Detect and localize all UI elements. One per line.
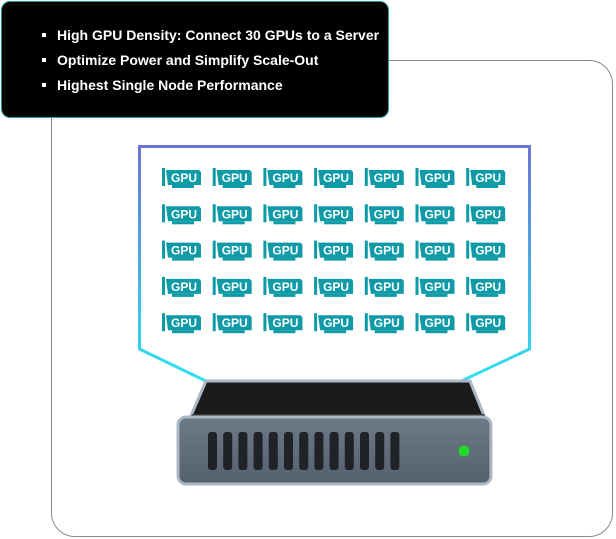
gpu-card-icon: GPU	[212, 240, 252, 261]
gpu-card-icon: GPU	[162, 168, 201, 188]
gpu-card-label: GPU	[475, 207, 501, 221]
gpu-card-label: GPU	[424, 171, 450, 185]
bullet-icon	[42, 58, 46, 62]
gpu-card-icon: GPU	[162, 276, 201, 297]
gpu-card-label: GPU	[222, 316, 248, 330]
gpu-card-icon: GPU	[364, 276, 404, 297]
vent-slot	[329, 432, 339, 470]
gpu-card-label: GPU	[272, 280, 298, 294]
gpu-card-label: GPU	[374, 171, 400, 185]
gpu-card-label: GPU	[171, 244, 197, 258]
gpu-card-label: GPU	[424, 244, 450, 258]
gpu-card-icon: GPU	[364, 204, 404, 225]
gpu-card-icon: GPU	[212, 313, 252, 334]
feature-text: Highest Single Node Performance	[57, 77, 283, 93]
gpu-card-icon: GPU	[162, 204, 201, 225]
gpu-card-icon: GPU	[415, 313, 455, 334]
gpu-card-icon: GPU	[415, 240, 455, 261]
gpu-card-icon: GPU	[314, 313, 354, 334]
vent-slot	[268, 432, 278, 470]
gpu-card-label: GPU	[424, 316, 450, 330]
gpu-card-icon: GPU	[314, 240, 354, 261]
gpu-card-icon: GPU	[314, 168, 354, 188]
gpu-card-grid: GPU GPU GPU GPU GPU GPU GPU GPU GPU GPU GPU GPU GPU G…	[162, 168, 506, 334]
vent-slot	[344, 432, 354, 470]
gpu-card-icon: GPU	[263, 313, 303, 334]
gpu-card-label: GPU	[171, 207, 197, 221]
gpu-card-icon: GPU	[162, 240, 201, 261]
gpu-card-label: GPU	[222, 207, 248, 221]
gpu-card-icon: GPU	[162, 313, 201, 334]
gpu-card-icon: GPU	[466, 168, 506, 188]
feature-text: High GPU Density: Connect 30 GPUs to a S…	[57, 27, 380, 43]
feature-item: Highest Single Node Performance	[42, 76, 379, 101]
gpu-card-label: GPU	[323, 207, 349, 221]
gpu-card-label: GPU	[171, 316, 197, 330]
gpu-card-label: GPU	[475, 244, 501, 258]
feature-text: Optimize Power and Simplify Scale-Out	[57, 52, 319, 68]
gpu-card-icon: GPU	[364, 240, 404, 261]
feature-item: Optimize Power and Simplify Scale-Out	[42, 51, 379, 76]
gpu-card-icon: GPU	[263, 240, 303, 261]
gpu-card-icon: GPU	[263, 204, 303, 225]
gpu-card-label: GPU	[475, 280, 501, 294]
vent-slot	[360, 432, 369, 470]
vent-slot	[208, 432, 217, 470]
features-callout: High GPU Density: Connect 30 GPUs to a S…	[1, 1, 389, 118]
gpu-card-label: GPU	[272, 207, 298, 221]
gpu-card-icon: GPU	[263, 168, 303, 188]
gpu-card-icon: GPU	[364, 313, 404, 334]
bullet-icon	[42, 33, 46, 37]
gpu-card-label: GPU	[171, 280, 197, 294]
gpu-card-label: GPU	[323, 280, 349, 294]
gpu-card-icon: GPU	[212, 204, 252, 225]
gpu-card-icon: GPU	[314, 204, 354, 225]
gpu-card-icon: GPU	[415, 168, 455, 188]
gpu-card-icon: GPU	[364, 168, 404, 188]
gpu-card-icon: GPU	[263, 276, 303, 297]
gpu-card-icon: GPU	[415, 204, 455, 225]
gpu-card-label: GPU	[475, 171, 501, 185]
gpu-card-label: GPU	[272, 244, 298, 258]
bullet-icon	[42, 83, 46, 87]
gpu-card-label: GPU	[222, 280, 248, 294]
gpu-card-label: GPU	[272, 171, 298, 185]
vent-slot	[314, 432, 324, 470]
vent-slot	[390, 432, 400, 470]
gpu-card-label: GPU	[323, 171, 349, 185]
gpu-card-label: GPU	[374, 207, 400, 221]
gpu-card-label: GPU	[222, 244, 248, 258]
gpu-card-icon: GPU	[314, 276, 354, 297]
gpu-card-label: GPU	[272, 316, 298, 330]
power-led-icon	[458, 445, 470, 457]
vent-slot	[299, 432, 309, 470]
vent-slot	[238, 432, 248, 470]
gpu-card-icon: GPU	[212, 168, 252, 188]
gpu-card-label: GPU	[424, 207, 450, 221]
gpu-card-label: GPU	[323, 244, 349, 258]
gpu-card-label: GPU	[374, 280, 400, 294]
gpu-card-icon: GPU	[466, 240, 506, 261]
vent-slot	[284, 432, 293, 470]
gpu-card-label: GPU	[374, 244, 400, 258]
gpu-card-label: GPU	[374, 316, 400, 330]
gpu-card-label: GPU	[475, 316, 501, 330]
feature-item: High GPU Density: Connect 30 GPUs to a S…	[42, 26, 379, 51]
server-vents	[208, 432, 400, 470]
gpu-card-label: GPU	[222, 171, 248, 185]
gpu-card-icon: GPU	[466, 313, 506, 334]
gpu-card-label: GPU	[323, 316, 349, 330]
server-icon	[176, 379, 493, 486]
vent-slot	[223, 432, 233, 470]
gpu-card-label: GPU	[424, 280, 450, 294]
vent-slot	[253, 432, 263, 470]
features-list: High GPU Density: Connect 30 GPUs to a S…	[42, 26, 379, 101]
gpu-card-icon: GPU	[466, 276, 506, 297]
gpu-card-icon: GPU	[466, 204, 506, 225]
vent-slot	[375, 432, 385, 470]
gpu-card-label: GPU	[171, 171, 197, 185]
gpu-card-icon: GPU	[212, 276, 252, 297]
gpu-card-icon: GPU	[415, 276, 455, 297]
